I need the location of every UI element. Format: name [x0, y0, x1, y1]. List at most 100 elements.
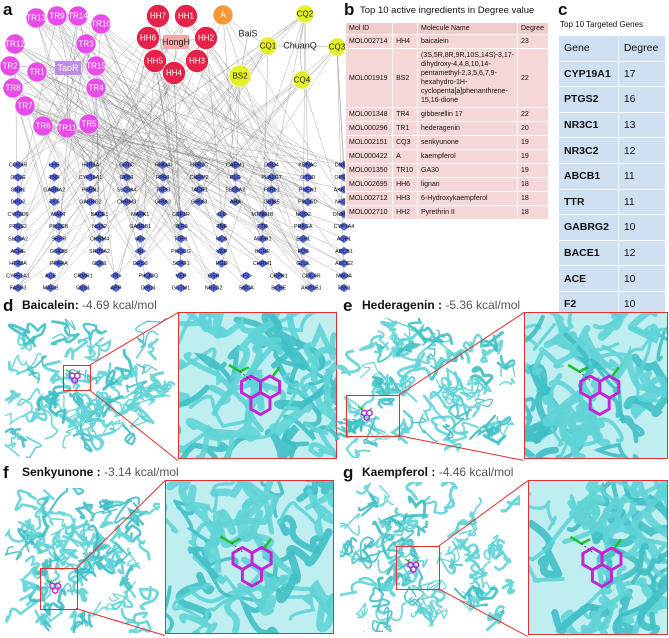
gene-label: GLUL [296, 261, 310, 267]
gene-diamond [175, 271, 187, 280]
gene-label: CSF1R [172, 212, 190, 218]
compound-label: TR10 [91, 20, 111, 29]
gene-node: DRD3 [133, 259, 148, 268]
compound-label: TR2 [2, 62, 18, 71]
gene-label: AKR1B1 [301, 286, 322, 292]
protein-ribbon [179, 313, 336, 458]
network-edge [95, 87, 345, 215]
network-edge [221, 75, 241, 227]
gene-node: CYP19A1 [79, 173, 102, 182]
gene-label: HTR2A [9, 261, 27, 267]
network-edge [235, 46, 338, 202]
ligand-molecule [46, 579, 62, 595]
ligand-overview [65, 369, 81, 385]
compound-label: TR12 [5, 40, 25, 49]
gene-label: KDNAC [298, 163, 317, 169]
network-edge [9, 65, 263, 215]
compound-circle [146, 4, 170, 28]
degree-cell: 10 [617, 214, 667, 241]
gene-diamond [175, 234, 187, 243]
ligand-overview [46, 579, 62, 595]
gene-node: BCHE [255, 246, 270, 256]
gene-label: PIK3CB [49, 224, 69, 230]
network-edge [35, 17, 222, 227]
gene-diamond [84, 197, 97, 207]
mol-id-cell: MOL002151 [344, 135, 394, 150]
gene-label: MAPK1 [131, 212, 149, 218]
gene-label: VEP [216, 249, 227, 255]
gene-diamond [229, 173, 242, 182]
degree-cell: 17 [617, 60, 667, 88]
protein-ribbon [0, 483, 170, 638]
gene-diamond [215, 210, 228, 219]
gene-node: CYP51A1 [6, 271, 30, 280]
gene-diamond [229, 185, 242, 194]
gene-label: MTNR1B [251, 212, 274, 218]
gene-diamond [297, 210, 310, 219]
gene-label: VEP [176, 273, 187, 279]
compound-label: HH1 [178, 12, 195, 21]
gene-diamond [175, 222, 187, 231]
compound-node: TR9 [46, 5, 68, 27]
compound-node: TR7 [14, 95, 36, 117]
compound-label: TR15 [86, 62, 106, 71]
gene-node: APP [109, 283, 122, 293]
gene-node: OTSG [10, 173, 26, 182]
network-edge [56, 15, 308, 166]
network-edge [99, 72, 175, 252]
protein-overview-e [329, 307, 518, 463]
herb-node-taor: TaoR [55, 61, 81, 75]
gene-node: GSR [207, 271, 220, 280]
table-b-title: Top 10 active ingredients in Degree valu… [360, 5, 535, 16]
network-edge [173, 72, 312, 276]
gene-node: PSEN2 [82, 185, 99, 194]
gene-node: RHOA [155, 160, 171, 170]
gene-diamond [134, 259, 147, 268]
gene-node: CDK1 [92, 259, 107, 268]
binding-site-box [63, 365, 91, 391]
gene-node: TNF [215, 222, 228, 231]
network-edge [140, 75, 241, 215]
gene-diamond [134, 210, 147, 219]
network-edge [42, 67, 69, 127]
gene-node: TLR9 [174, 222, 188, 231]
compound-label: A [220, 11, 226, 20]
compound-label: TR11 [58, 124, 78, 133]
binding-site-box [396, 546, 440, 590]
gene-node: SLC6A4 [117, 185, 137, 194]
compound-label: TR13 [26, 14, 46, 23]
binding-site-zoom-e [524, 312, 668, 459]
compound-circle [90, 13, 112, 35]
gene-label: NOS2 [92, 224, 107, 230]
gene-node: VEP [175, 271, 187, 280]
gene-node: IL6 [215, 210, 228, 219]
gene-diamond [134, 246, 147, 256]
gene-diamond [301, 197, 314, 207]
network-edge [17, 79, 303, 289]
compound-circle [67, 5, 89, 27]
gene-diamond [48, 197, 61, 207]
compound-node: TR10 [90, 13, 112, 35]
gene-node: NCS [215, 234, 228, 243]
gene-diamond [193, 160, 205, 170]
network-edge [50, 60, 198, 289]
gene-node: GSK3B [50, 246, 68, 256]
gene-label: GSTM1 [172, 286, 191, 292]
gene-label: PRKCA [294, 224, 313, 230]
code-cell: TR4 [392, 107, 418, 122]
gene-node: RI [134, 246, 147, 256]
network-edge [235, 79, 303, 166]
gene-label: SNCA [239, 286, 254, 292]
gene-diamond [77, 271, 90, 280]
gene-node: RI [109, 271, 122, 280]
gene-diamond [12, 259, 24, 268]
compound-circle [75, 33, 97, 55]
gene-label: DRD1 [141, 286, 156, 292]
binding-site-box [346, 395, 400, 437]
gene-diamond [297, 234, 310, 243]
col-header: Molecule Name [417, 22, 518, 35]
